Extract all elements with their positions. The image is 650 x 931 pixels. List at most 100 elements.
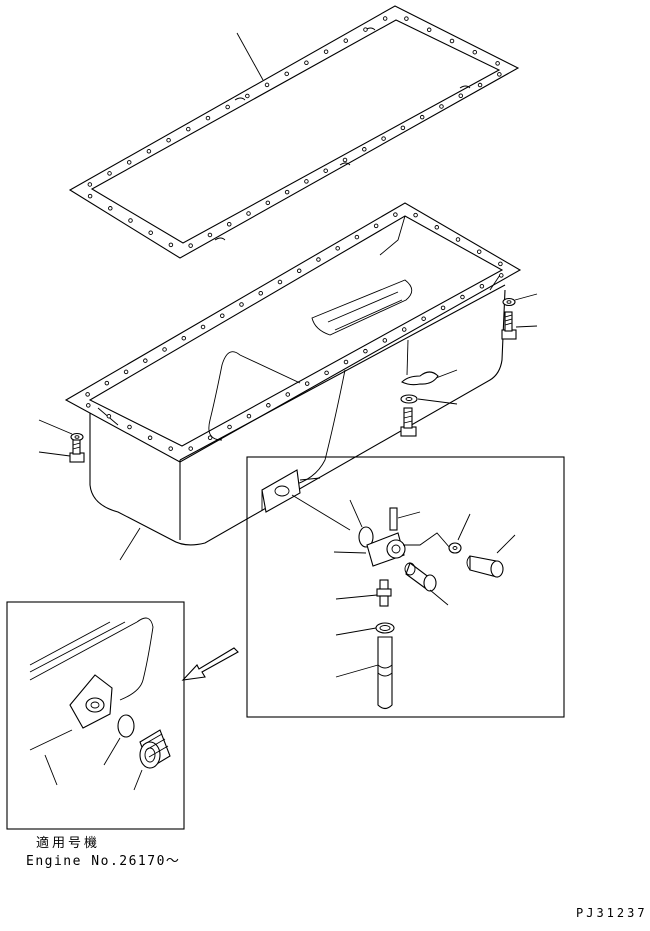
bolt-hole <box>404 16 409 21</box>
bolt-hole <box>245 93 250 99</box>
bolt-hole <box>400 125 406 131</box>
bolt-hole <box>324 370 329 376</box>
bolt-hole <box>226 221 232 227</box>
bolt-hole <box>401 327 407 332</box>
washer-small <box>448 542 462 554</box>
bolt-hole <box>316 257 321 262</box>
bolt-hole <box>455 237 461 242</box>
oil-pan-gasket <box>68 5 520 259</box>
washer-center <box>400 394 418 404</box>
bolt-hole <box>146 149 152 154</box>
bolt-hole <box>104 380 110 386</box>
pan-corner-detail <box>29 617 154 751</box>
bolt-hole <box>479 283 485 289</box>
bolt-hole <box>148 230 153 235</box>
bolt-hole <box>126 160 132 165</box>
washer-right <box>502 297 516 307</box>
bolt-hole <box>200 324 206 330</box>
bolt-hole <box>265 200 271 206</box>
bolt-hole <box>472 49 478 55</box>
bolt-hole <box>458 93 464 99</box>
drawing-code: PJ31237 <box>576 906 648 920</box>
bolt-hole <box>207 232 213 238</box>
bolt-hole <box>181 335 187 341</box>
bolt-hole <box>419 114 425 120</box>
bolt-hole <box>499 273 504 278</box>
bolt-hole <box>460 294 465 300</box>
bolt-hole <box>342 157 348 163</box>
bolt-hole <box>382 338 388 343</box>
bolt-hole <box>285 392 291 397</box>
bolt-hole <box>393 212 398 217</box>
bolt-hole <box>284 71 289 77</box>
bolt-hole <box>186 126 191 132</box>
applicability-label: 適用号機 <box>36 836 101 851</box>
bolt-hole <box>304 60 309 66</box>
bolt-hole <box>166 137 171 143</box>
bolt-center <box>400 407 417 437</box>
bolt-hole <box>497 72 502 77</box>
bolt-hole <box>108 206 113 211</box>
detail-box-plug <box>6 601 185 830</box>
bolt-hole <box>449 38 455 44</box>
banjo-bolt <box>466 555 504 578</box>
bolt-hole <box>277 279 283 285</box>
bolt-hole <box>421 316 426 321</box>
bolt-hole <box>434 225 440 230</box>
bolt-hole <box>264 82 270 88</box>
bolt-hole <box>87 182 93 187</box>
bolt-hole <box>495 61 500 66</box>
bolt-hole <box>207 435 213 441</box>
gauge-pipe <box>377 636 393 710</box>
bolt-hole <box>440 305 446 311</box>
bolt-hole <box>304 179 309 184</box>
bolt-hole <box>220 313 225 318</box>
bolt-hole <box>87 193 93 199</box>
bolt-hole <box>225 104 230 110</box>
bolt-hole <box>128 218 133 223</box>
bolt-hole <box>323 49 329 54</box>
detail-arrow <box>181 647 239 681</box>
plug <box>404 562 437 592</box>
bolt-hole <box>381 136 386 141</box>
bolt-hole <box>168 446 173 451</box>
bolt-hole <box>107 171 112 176</box>
bolt-hole <box>335 246 340 251</box>
bolt-hole <box>227 424 232 430</box>
bolt-hole <box>476 249 482 254</box>
bolt-hole <box>205 115 211 121</box>
bolt-hole <box>373 223 379 229</box>
leader-pan <box>119 527 141 561</box>
leader-gasket <box>236 32 264 81</box>
bolt-hole <box>304 381 310 386</box>
bolt-hole <box>354 234 360 240</box>
gauge-mount-boss <box>261 469 301 513</box>
bolt-hole <box>188 446 193 451</box>
bolt-hole <box>343 359 349 365</box>
oil-pan <box>64 202 522 546</box>
bolt-hole <box>362 147 367 152</box>
bolt-hole <box>284 189 290 195</box>
drain-plug <box>139 729 171 769</box>
gauge-guide <box>366 507 451 567</box>
nipple <box>376 579 392 607</box>
engine-number-label: Engine No.26170～ <box>26 854 181 869</box>
bolt-left <box>69 439 85 463</box>
bolt-hole <box>266 403 271 408</box>
bolt-hole <box>323 168 328 173</box>
bolt-hole <box>106 413 112 419</box>
bolt-hole <box>258 291 263 296</box>
bolt-hole <box>477 82 483 88</box>
bolt-hole <box>426 27 432 33</box>
bolt-hole <box>168 242 174 248</box>
bolt-hole <box>363 348 368 354</box>
detail-box-gauge <box>246 456 565 718</box>
bolt-hole <box>143 358 148 363</box>
bolt-hole <box>413 212 418 218</box>
bolt-hole <box>246 211 251 216</box>
bolt-hole <box>188 243 193 248</box>
bolt-hole <box>127 424 132 430</box>
bolt-hole <box>498 261 503 267</box>
bolt-hole <box>162 347 167 352</box>
